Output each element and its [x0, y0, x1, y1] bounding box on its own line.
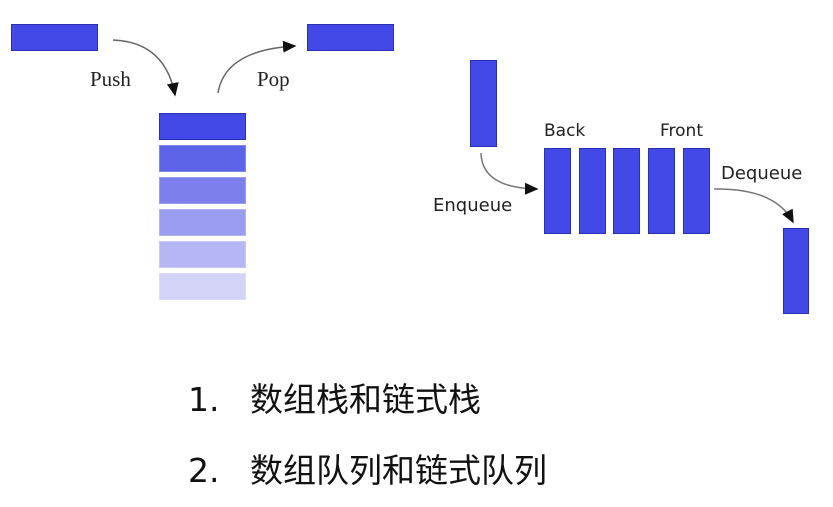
- queue-element: [579, 148, 606, 234]
- list-item: 1. 数组栈和链式栈: [188, 373, 481, 421]
- back-label: Back: [544, 121, 586, 141]
- pop-arrow: [217, 40, 297, 94]
- stack-element: [159, 273, 246, 300]
- stack-element: [159, 113, 246, 140]
- push-label: Push: [90, 67, 131, 91]
- queue-element: [648, 148, 675, 234]
- pop-label: Pop: [257, 67, 290, 91]
- dequeue-label: Dequeue: [721, 163, 803, 184]
- queue-element: [544, 148, 571, 234]
- list-text: 数组队列和链式队列: [250, 451, 547, 490]
- popped-element: [307, 24, 394, 51]
- list-text: 数组栈和链式栈: [250, 380, 481, 419]
- front-label: Front: [660, 121, 703, 141]
- enqueue-label: Enqueue: [433, 195, 513, 216]
- queue-element: [613, 148, 640, 234]
- pushed-element: [11, 24, 98, 51]
- list-number: 1.: [188, 380, 220, 419]
- stack-element: [159, 209, 246, 236]
- queue-element: [683, 148, 710, 234]
- stack-element: [159, 177, 246, 204]
- enqueue-arrow: [480, 152, 539, 195]
- push-arrow: [112, 39, 179, 97]
- enqueued-element: [470, 60, 497, 147]
- dequeued-element: [783, 228, 809, 314]
- list-item: 2. 数组队列和链式队列: [188, 444, 547, 492]
- dequeue-arrow: [713, 188, 794, 224]
- stack-element: [159, 241, 246, 268]
- list-number: 2.: [188, 451, 220, 490]
- stack-element: [159, 145, 246, 172]
